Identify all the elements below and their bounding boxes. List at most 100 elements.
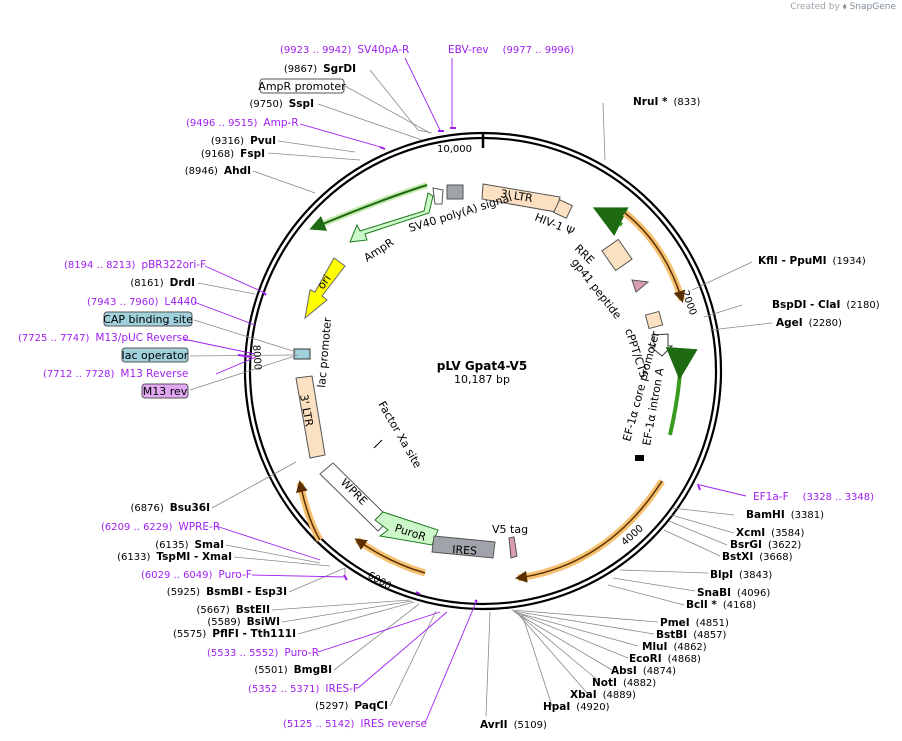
snapgene-logo-icon: ⬧	[842, 2, 847, 12]
credit-prefix: Created by	[790, 2, 840, 12]
lac-operator-label: lac operator	[122, 349, 189, 362]
gp41-feature[interactable]	[631, 279, 650, 293]
v5-tag-feature[interactable]	[508, 536, 518, 559]
sv40-polya-feature[interactable]	[446, 184, 464, 200]
enzyme-tspmi-xmai[interactable]: (6133)TspMI - XmaI	[117, 551, 232, 563]
factor-xa-label: Factor Xa site	[375, 399, 424, 470]
green-arrow-top[interactable]	[592, 207, 629, 237]
v5-tag-label: V5 tag	[492, 523, 528, 536]
hiv-psi-label: HIV-1 Ψ	[533, 211, 577, 239]
puror-feature[interactable]	[374, 511, 439, 546]
primer-puro-f[interactable]: (6029 .. 6049)Puro-F	[141, 569, 252, 581]
primer-puro-r[interactable]: (5533 .. 5552)Puro-R	[207, 647, 319, 659]
enzyme-ecori[interactable]: EcoRI(4868)	[629, 653, 701, 665]
enzyme-agei[interactable]: AgeI(2280)	[776, 317, 842, 329]
enzyme-bsiwi[interactable]: (5589)BsiWI	[207, 616, 280, 628]
enzyme-pmei[interactable]: PmeI(4851)	[660, 617, 729, 629]
enzyme-smai[interactable]: (6135)SmaI	[155, 539, 224, 551]
enzyme-sspi[interactable]: (9750)SspI	[249, 98, 314, 110]
enzyme-bamhi[interactable]: BamHI(3381)	[746, 509, 824, 521]
enzyme-hpai[interactable]: HpaI(4920)	[543, 701, 610, 713]
plasmid-name: pLV Gpat4-V5	[437, 359, 527, 373]
lac-operator-feature[interactable]	[293, 348, 311, 360]
enzyme-mlui[interactable]: MluI(4862)	[642, 641, 707, 653]
enzyme-bspdi-clai[interactable]: BspDI - ClaI(2180)	[772, 299, 880, 311]
primer-ef1a-f[interactable]: EF1a-F(3328 .. 3348)	[753, 491, 874, 503]
lac-operator-box[interactable]	[121, 347, 189, 363]
enzyme-labels-right: NruI *(833) KflI - PpuMI(1934) BspDI - C…	[480, 96, 880, 731]
boxed-labels: AmpR promoter CAP binding site lac opera…	[103, 78, 346, 399]
cppt-feature[interactable]	[644, 310, 664, 330]
ampr-promoter-box[interactable]	[259, 78, 345, 94]
plasmid-length: 10,187 bp	[454, 373, 510, 386]
ires-label: IRES	[452, 543, 478, 558]
ampr-promoter-box-label: AmpR promoter	[258, 80, 346, 93]
cap-binding-site-label: CAP binding site	[103, 313, 193, 326]
primer-ires-f[interactable]: (5352 .. 5371)IRES-F	[248, 683, 359, 695]
enzyme-bsrgi[interactable]: BsrGI(3622)	[730, 539, 801, 551]
primer-sv40pa-r[interactable]: (9923 .. 9942)SV40pA-R	[280, 44, 409, 56]
enzyme-xcmi[interactable]: XcmI(3584)	[736, 527, 805, 539]
ltr-left-label: 3' LTR	[297, 393, 316, 428]
enzyme-bsu36i[interactable]: (6876)Bsu36I	[130, 502, 210, 514]
ltr-left-feature[interactable]	[295, 375, 326, 459]
enzyme-avrii[interactable]: AvrII(5109)	[480, 719, 547, 731]
orange-arrow-bottom[interactable]	[515, 480, 663, 583]
enzyme-paqci[interactable]: (5297)PaqCI	[315, 700, 388, 712]
enzyme-connectors	[197, 69, 773, 717]
enzyme-pflfi-tth111i[interactable]: (5575)PflFI - Tth111I	[173, 628, 296, 640]
enzyme-ahdi[interactable]: (8946)AhdI	[185, 165, 251, 177]
enzyme-blpi[interactable]: BlpI(3843)	[710, 569, 772, 581]
enzyme-bsteii[interactable]: (5667)BstEII	[196, 604, 270, 616]
ires-feature[interactable]	[431, 535, 496, 559]
orange-arrow-right[interactable]	[624, 212, 686, 303]
snapgene-credit: Created by ⬧ SnapGene	[790, 2, 896, 12]
primer-labels: (9923 .. 9942)SV40pA-R EBV-rev(9977 .. 9…	[18, 44, 874, 730]
enzyme-xbai[interactable]: XbaI(4889)	[570, 689, 636, 701]
primer-pbr322ori-f[interactable]: (8194 .. 8213)pBR322ori-F	[64, 259, 206, 271]
enzyme-bstbi[interactable]: BstBI(4857)	[656, 629, 727, 641]
enzyme-pvui[interactable]: (9316)PvuI	[211, 135, 276, 147]
primer-markers	[237, 127, 701, 603]
enzyme-absi[interactable]: AbsI(4874)	[611, 665, 676, 677]
primer-wpre-r[interactable]: (6209 .. 6229)WPRE-R	[101, 521, 220, 533]
enzyme-bsmbi-esp3i[interactable]: (5925)BsmBI - Esp3I	[167, 586, 287, 598]
ori-feature[interactable]	[304, 257, 346, 320]
orange-arrow-wpre-halo	[296, 482, 324, 542]
primer-l4440[interactable]: (7943 .. 7960)L4440	[87, 296, 197, 308]
enzyme-noti[interactable]: NotI(4882)	[592, 677, 656, 689]
enzyme-labels-left: (9867)SgrDI (9750)SspI (9316)PvuI (9168)…	[117, 63, 388, 712]
ltr-top-label: 3' LTR	[500, 187, 534, 205]
enzyme-drdi[interactable]: (8161)DrdI	[130, 277, 195, 289]
ef1a-intron-feature[interactable]	[665, 346, 698, 436]
primer-ires-reverse[interactable]: (5125 .. 5142)IRES reverse	[283, 718, 427, 730]
credit-brand: SnapGene	[849, 2, 896, 12]
enzyme-kfli-ppumi[interactable]: KflI - PpuMI(1934)	[758, 255, 866, 267]
tick-6000: 6000	[366, 570, 394, 592]
m13-rev-box[interactable]	[141, 383, 189, 399]
orange-arrow-right-halo	[622, 210, 686, 302]
orange-arrow-wpre[interactable]	[296, 480, 321, 541]
enzyme-bcli[interactable]: BclI *(4168)	[686, 599, 756, 611]
enzyme-bmgbi[interactable]: (5501)BmgBI	[254, 664, 332, 676]
ampr-promoter-feature[interactable]	[432, 187, 444, 205]
terminator-mark	[635, 455, 644, 461]
tick-8000: 8000	[250, 344, 263, 370]
enzyme-bstxi[interactable]: BstXI(3668)	[722, 551, 793, 563]
cap-binding-site-box[interactable]	[103, 311, 193, 327]
primer-ebv-rev[interactable]: EBV-rev(9977 .. 9996)	[448, 44, 574, 56]
primer-amp-r[interactable]: (9496 .. 9515)Amp-R	[186, 117, 299, 129]
orange-arrow-puro[interactable]	[354, 538, 426, 574]
hiv-psi-feature[interactable]	[553, 199, 573, 219]
primer-m13-puc-reverse[interactable]: (7725 .. 7747)M13/pUC Reverse	[18, 332, 189, 344]
tick-10000: 10,000	[437, 144, 472, 155]
green-arrow-left[interactable]	[309, 184, 428, 231]
rre-feature[interactable]	[601, 238, 633, 272]
enzyme-sgrdi[interactable]: (9867)SgrDI	[284, 63, 356, 75]
enzyme-snabi[interactable]: SnaBI(4096)	[697, 587, 770, 599]
enzyme-nrui[interactable]: NruI *(833)	[633, 96, 700, 108]
ampr-feature[interactable]	[349, 192, 434, 243]
enzyme-fspi[interactable]: (9168)FspI	[201, 148, 265, 160]
primer-m13-reverse[interactable]: (7712 .. 7728)M13 Reverse	[43, 368, 188, 380]
